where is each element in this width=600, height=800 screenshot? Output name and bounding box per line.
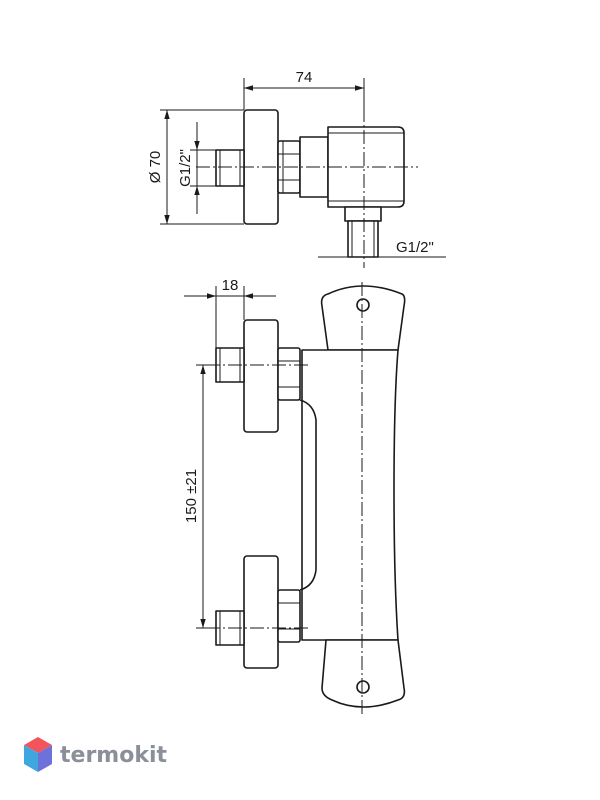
top-screw [356,298,370,312]
bottom-cap [321,639,406,708]
inlet-fitting-top-view [215,149,245,187]
dim-height-side: 150 ±21 [183,469,200,523]
top-cap [320,285,406,351]
dim-width-side: 18 [222,277,239,294]
side-view: 18 150 ±21 [183,277,406,716]
dim-width-top: 74 [296,69,313,86]
upper-hex-nut [277,347,301,401]
dim-diameter: Ø 70 [147,151,164,184]
dim-thread-bottom: G1/2" [396,239,434,256]
logo-text: termokit [60,743,167,768]
outlet-fitting-top-view [344,206,382,222]
cube-icon [24,737,52,772]
top-view: 74 Ø 70 G1/2" G1/2" [147,69,446,268]
dim-thread-left: G1/2" [177,149,194,187]
termokit-logo: termokit [24,737,167,772]
lower-hex-nut [277,589,301,643]
bottom-screw [356,680,370,694]
valve-body-side [301,349,399,641]
upper-flange [243,319,279,433]
lower-flange [243,555,279,669]
